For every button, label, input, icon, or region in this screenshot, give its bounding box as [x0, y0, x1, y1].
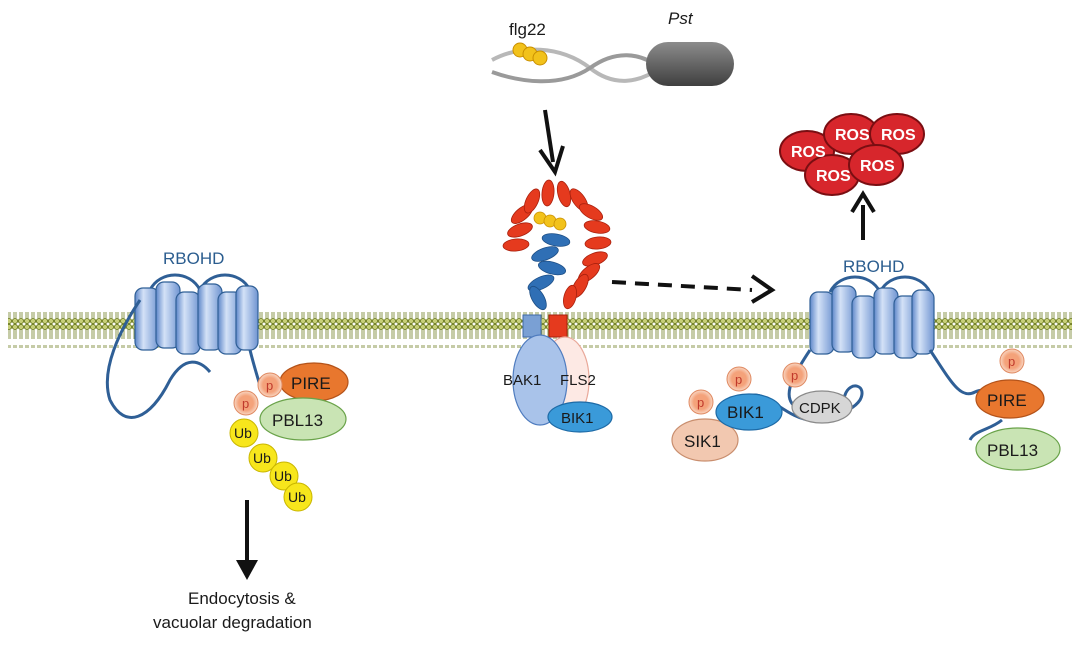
phospho-left-2: p: [257, 372, 283, 398]
ros-production-arrow: [850, 190, 876, 240]
sik1-icon: [671, 418, 739, 462]
sik1-label: SIK1: [684, 432, 721, 451]
svg-text:ROS: ROS: [881, 127, 916, 144]
pire-right-icon: [975, 379, 1045, 419]
activation-dashed-arrow: [611, 274, 776, 304]
bik1-right-icon: [715, 393, 783, 431]
svg-text:ROS: ROS: [791, 144, 826, 161]
pire-left-label: PIRE: [291, 374, 331, 393]
phospho-left-1: p: [233, 390, 259, 416]
pst-label: Pst: [668, 9, 694, 28]
cdpk-label: CDPK: [799, 400, 841, 417]
bak1-transmembrane-icon: [522, 314, 542, 338]
outcome-line-2: vacuolar degradation: [153, 613, 312, 632]
pire-right-label: PIRE: [987, 391, 1027, 410]
svg-text:Ub: Ub: [253, 450, 271, 466]
ubiquitin-chain-icon: Ub Ub Ub Ub: [229, 418, 313, 512]
pbl13-right-label: PBL13: [987, 441, 1038, 460]
svg-text:Ub: Ub: [288, 489, 306, 505]
svg-text:ROS: ROS: [816, 168, 851, 185]
outcome-line-1: Endocytosis &: [188, 589, 296, 608]
rbohd-right-label: RBOHD: [843, 257, 904, 276]
pst-bacterium-icon: [646, 42, 734, 86]
pbl13-left-label: PBL13: [272, 411, 323, 430]
svg-text:p: p: [735, 372, 742, 387]
fls2-label: FLS2: [560, 372, 596, 389]
svg-text:ROS: ROS: [835, 127, 870, 144]
rbohd-left-icon: [105, 273, 264, 419]
phospho-right-2: p: [726, 366, 752, 392]
bak1-kinase-icon: [512, 334, 568, 426]
bak1-label: BAK1: [503, 372, 541, 389]
fls2-transmembrane-icon: [548, 314, 568, 338]
pbl13-left-icon: [259, 397, 347, 441]
svg-text:p: p: [791, 368, 798, 383]
svg-text:Ub: Ub: [234, 425, 252, 441]
bik1-center-label: BIK1: [561, 410, 594, 427]
svg-text:p: p: [697, 395, 704, 410]
bik1-center-icon: [547, 401, 613, 433]
bik1-right-label: BIK1: [727, 403, 764, 422]
rbohd-right-icon: [718, 275, 1003, 441]
phospho-right-1: p: [688, 389, 714, 415]
pbl13-right-icon: [975, 427, 1061, 471]
rbohd-left-label: RBOHD: [163, 249, 224, 268]
degradation-arrow: [236, 500, 258, 580]
flg22-label: flg22: [509, 20, 546, 39]
perception-arrow: [538, 109, 565, 177]
svg-text:Ub: Ub: [274, 468, 292, 484]
svg-text:p: p: [242, 396, 249, 411]
fls2-ectodomain-icon: [502, 179, 612, 310]
svg-text:p: p: [1008, 354, 1015, 369]
phospho-right-3: p: [782, 362, 808, 388]
phospho-right-4: p: [999, 348, 1025, 374]
cdpk-icon: [791, 390, 853, 424]
flg22-peptide-icon: [512, 42, 548, 66]
svg-text:ROS: ROS: [860, 158, 895, 175]
ros-cluster-icon: ROS ROS ROS ROS ROS: [779, 113, 925, 196]
svg-text:p: p: [266, 378, 273, 393]
bak1-ectodomain-icon: [527, 233, 571, 311]
